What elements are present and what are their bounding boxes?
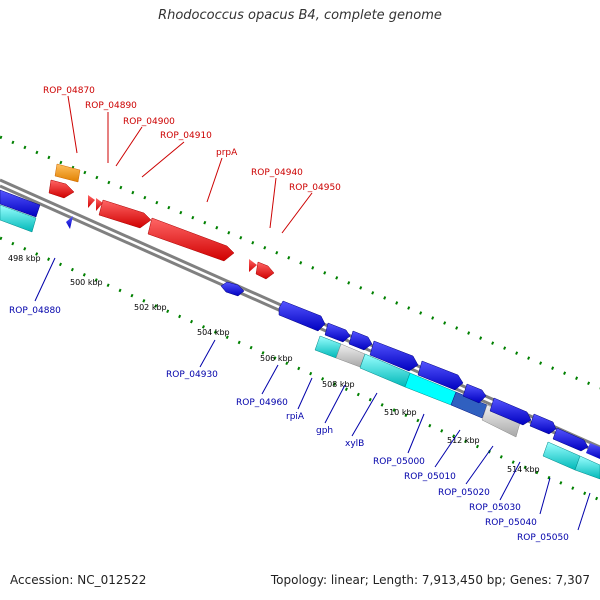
scale-label: 506 kbp (260, 354, 293, 363)
top-labels: ROP_04870 ROP_04890 ROP_04900 ROP_04910 … (43, 86, 341, 193)
feature-gene-rop-04960[interactable] (278, 300, 326, 332)
feature-gene-left-blue[interactable] (0, 189, 41, 218)
gene-label-rop-05050[interactable]: ROP_05050 (517, 533, 569, 543)
gene-label-prpa[interactable]: prpA (216, 148, 238, 158)
gene-label-rop-04940[interactable]: ROP_04940 (251, 168, 303, 178)
reverse-features (0, 189, 600, 480)
gene-label-xylb[interactable]: xylB (345, 439, 364, 449)
feature-gene-rpia[interactable] (324, 322, 351, 343)
gene-label-gph[interactable]: gph (316, 426, 333, 436)
accession-text: Accession: NC_012522 (10, 573, 147, 587)
feature-gene-gph-grey[interactable] (335, 343, 366, 368)
scale-label: 498 kbp (8, 254, 41, 263)
gene-label-rop-05020[interactable]: ROP_05020 (438, 488, 490, 498)
gene-label-rop-05040[interactable]: ROP_05040 (485, 518, 537, 528)
scale-label: 500 kbp (70, 278, 103, 287)
scale-label: 510 kbp (384, 408, 417, 417)
feature-gene-rop-04900a[interactable] (88, 195, 95, 208)
gene-label-rpia[interactable]: rpiA (286, 412, 305, 422)
top-tick-track (0, 135, 600, 390)
feature-gene-rop-04910[interactable] (98, 199, 152, 229)
gene-label-rop-05030[interactable]: ROP_05030 (469, 503, 521, 513)
feature-gene-rop-04930[interactable] (220, 281, 245, 297)
feature-gene-right-cyan[interactable] (574, 455, 600, 480)
scale-label: 514 kbp (507, 465, 540, 474)
gene-label-rop-05000[interactable]: ROP_05000 (373, 457, 425, 467)
feature-gene-rop-04900b[interactable] (96, 198, 103, 211)
feature-gene-left-cyan[interactable] (0, 204, 37, 233)
gene-label-rop-05010[interactable]: ROP_05010 (404, 472, 456, 482)
feature-gene-prpa[interactable] (147, 217, 235, 262)
gene-label-rop-04950[interactable]: ROP_04950 (289, 183, 341, 193)
feature-gene-rop-05040-small[interactable] (529, 413, 557, 435)
genome-summary-text: Topology: linear; Length: 7,913,450 bp; … (270, 573, 590, 587)
feature-gene-xylb-blue-b[interactable] (369, 340, 419, 372)
gene-label-rop-04880[interactable]: ROP_04880 (9, 306, 61, 316)
gene-label-rop-04890[interactable]: ROP_04890 (85, 101, 137, 111)
feature-gene-rop-05050-blue[interactable] (552, 427, 589, 452)
scale-label: 504 kbp (197, 328, 230, 337)
scale-label: 512 kbp (447, 436, 480, 445)
scale-label: 508 kbp (322, 380, 355, 389)
feature-gene-rop-05040-blue[interactable] (489, 397, 532, 426)
page-title: Rhodococcus opacus B4, complete genome (158, 8, 442, 23)
feature-gene-rop-04880[interactable] (66, 216, 73, 229)
feature-gene-xylb-blue-a[interactable] (348, 330, 373, 351)
feature-gene-rop-04950[interactable] (255, 261, 275, 280)
gene-label-rop-04910[interactable]: ROP_04910 (160, 131, 212, 141)
feature-gene-rop-05010-blue[interactable] (417, 360, 464, 391)
gene-label-rop-04900[interactable]: ROP_04900 (123, 117, 175, 127)
feature-gene-rop-05030[interactable] (462, 383, 487, 404)
bottom-leader-lines (34, 257, 591, 531)
forward-features (48, 163, 275, 280)
gene-label-rop-04930[interactable]: ROP_04930 (166, 370, 218, 380)
scale-labels: 498 kbp 500 kbp 502 kbp 504 kbp 506 kbp … (8, 254, 540, 474)
feature-gene-rop-05050-right[interactable] (586, 443, 600, 459)
feature-gene-rop-04940[interactable] (249, 259, 257, 272)
feature-rna-rop-04870[interactable] (54, 163, 81, 183)
bottom-labels: ROP_04880 ROP_04930 ROP_04960 rpiA gph x… (9, 306, 569, 543)
gene-label-rop-04960[interactable]: ROP_04960 (236, 398, 288, 408)
scale-label: 502 kbp (134, 303, 167, 312)
gene-label-rop-04870[interactable]: ROP_04870 (43, 86, 95, 96)
feature-gene-rop-04890[interactable] (48, 179, 75, 199)
top-leader-lines (67, 95, 313, 234)
